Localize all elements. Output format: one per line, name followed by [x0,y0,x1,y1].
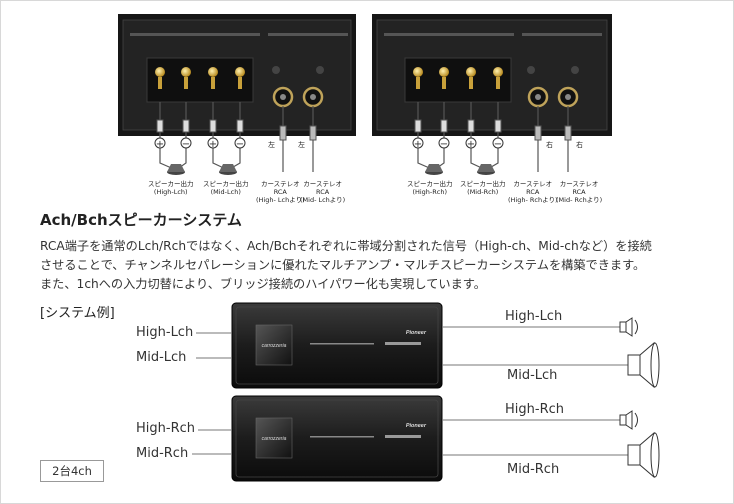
output-label-mid-lch: Mid-Lch [507,368,558,383]
config-badge: 2台4ch [40,460,104,482]
caption-speaker-mid-right: スピーカー出力(Mid-Rch) [460,180,506,196]
svg-text:−: − [182,139,190,150]
svg-text:+: + [209,139,217,150]
side-label: 右 [546,141,553,149]
description-line: RCA端子を通常のLch/Rchではなく、Ach/Bchそれぞれに帯域分割された… [40,239,652,253]
speaker-icon [167,164,237,175]
amplifier-top [231,302,443,389]
amp-panel-left: + − + − [118,14,356,175]
output-label-high-rch: High-Rch [505,402,564,417]
input-label-mid-rch: Mid-Rch [136,446,189,461]
woofer-icon [627,431,660,479]
amplifier-bottom [231,395,443,482]
svg-text:+: + [156,139,164,150]
woofer-icon [627,341,660,389]
system-example-title: [システム例] [40,306,115,321]
section-heading: Ach/Bchスピーカーシステム [40,211,242,229]
amp-panel-right: + − + − [372,14,612,175]
side-label: 左 [268,141,275,149]
output-label-high-lch: High-Lch [505,309,563,324]
plus-minus-icon: + − + − [154,137,246,150]
svg-text:−: − [440,139,448,150]
tweeter-icon [619,317,638,337]
plus-minus-icon: + − + − [412,137,504,150]
speaker-terminal [155,67,245,89]
input-label-high-lch: High-Lch [136,325,194,340]
amp-maker-top: Pioneer [406,330,427,336]
tweeter-icon [619,410,638,430]
speaker-icon [425,164,495,175]
output-label-mid-rch: Mid-Rch [507,462,560,477]
caption-speaker-mid-left: スピーカー出力(Mid-Lch) [203,180,249,196]
amp-maker-bottom: Pioneer [406,423,427,429]
speaker-terminal [413,67,503,89]
description-line: また、1chへの入力切替により、ブリッジ接続のハイパワー化も実現しています。 [40,277,486,291]
side-label: 左 [298,141,305,149]
amp-brand-top: carrozzeria [262,343,287,349]
svg-text:+: + [467,139,475,150]
svg-text:+: + [414,139,422,150]
description-line: させることで、チャンネルセパレーションに優れたマルチアンプ・マルチスピーカーシス… [40,258,646,272]
input-label-mid-lch: Mid-Lch [136,350,187,365]
svg-text:−: − [494,139,502,150]
svg-text:−: − [236,139,244,150]
amp-brand-bottom: carrozzeria [262,436,287,442]
caption-speaker-high-left: スピーカー出力(High-Lch) [148,180,194,196]
input-label-high-rch: High-Rch [136,421,195,436]
side-label: 右 [576,141,583,149]
rca-jack [527,66,579,108]
caption-speaker-high-right: スピーカー出力(High-Rch) [407,180,453,196]
